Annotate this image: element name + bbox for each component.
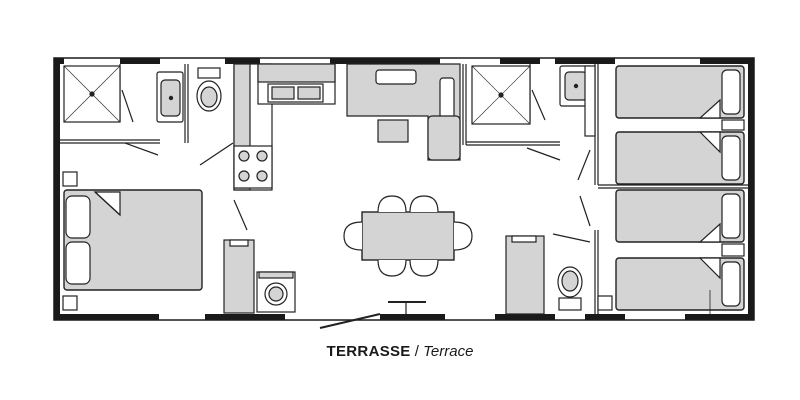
bed-icon — [615, 65, 745, 119]
bed-icon — [63, 189, 203, 291]
dining-table-icon — [361, 211, 455, 261]
right-bathroom — [462, 64, 599, 185]
left-bedroom — [62, 171, 296, 314]
chair-icon — [343, 195, 473, 277]
bed-icon — [615, 189, 745, 243]
terrace-caption: TERRASSE / Terrace — [0, 343, 800, 360]
bed-icon — [615, 257, 745, 311]
terrace-label-fr: TERRASSE — [326, 343, 411, 360]
right-bedrooms — [505, 65, 748, 315]
left-bathroom — [60, 64, 234, 166]
outer-walls — [53, 57, 755, 321]
bed-icon — [615, 131, 745, 185]
caption-separator: / — [414, 343, 419, 360]
toilet-icon — [557, 266, 583, 311]
washing-machine-icon — [256, 271, 296, 313]
stove-icon — [233, 145, 273, 189]
sink-icon — [156, 71, 184, 123]
terrace-label-en: Terrace — [423, 343, 474, 360]
living-area — [319, 63, 473, 329]
toilet-icon — [196, 67, 222, 112]
kitchen — [233, 63, 336, 191]
kitchen-sink-icon — [267, 83, 324, 103]
